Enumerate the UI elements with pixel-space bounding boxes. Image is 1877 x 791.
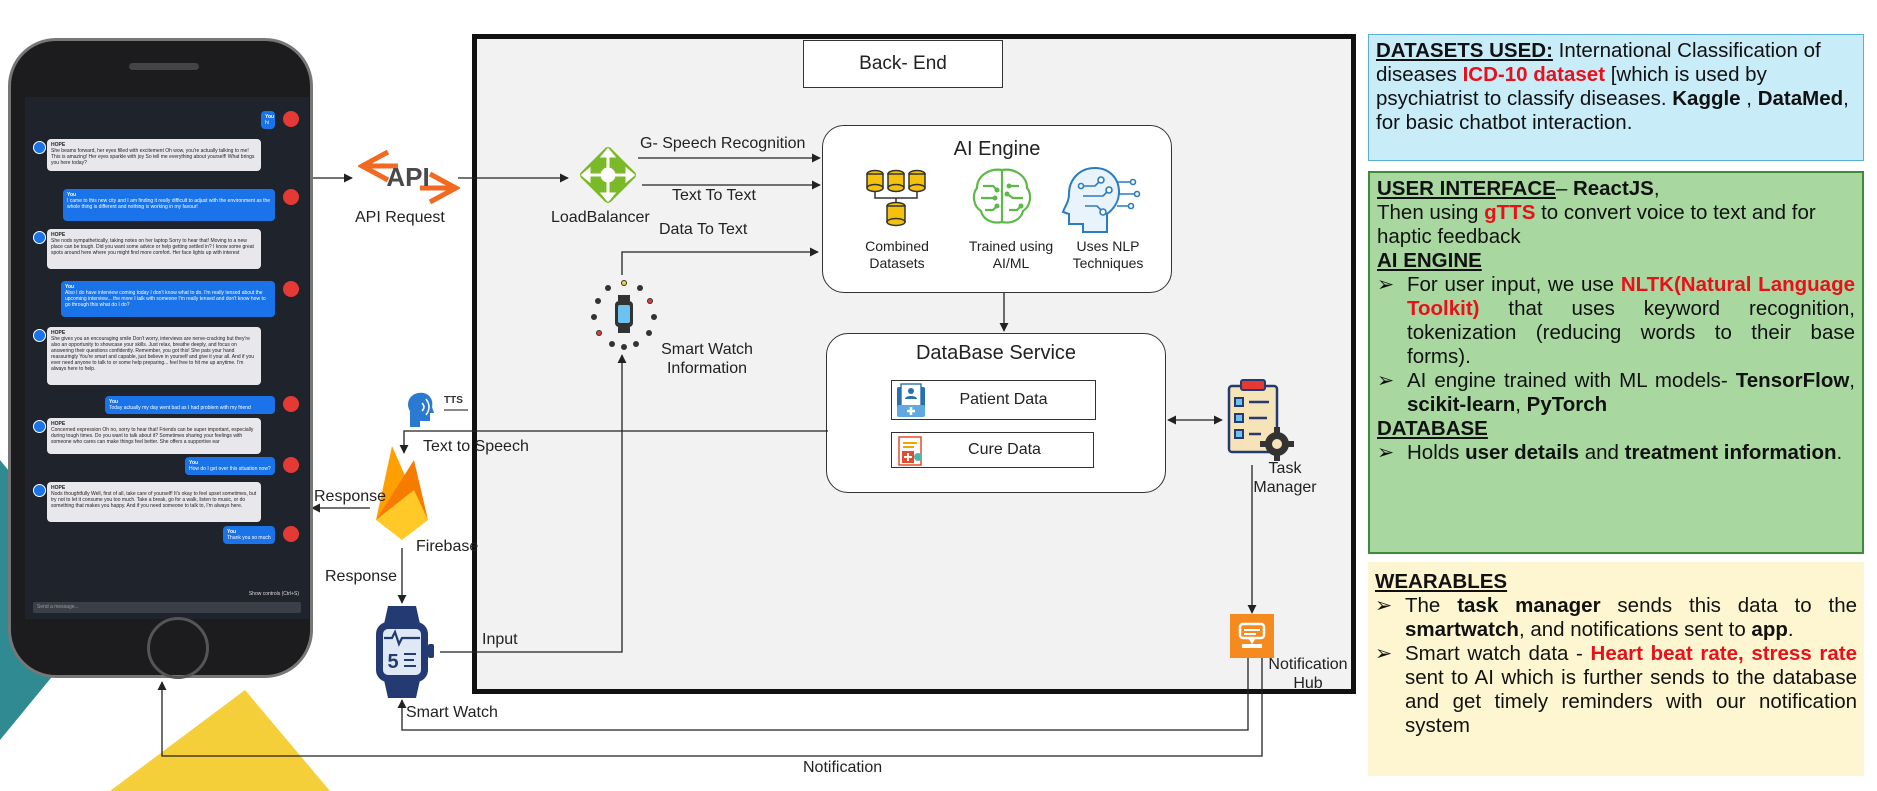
phone-speaker (129, 63, 199, 70)
ai-head-icon (1061, 166, 1141, 233)
yellow-triangle (110, 690, 330, 791)
backend-title-box: Back- End (803, 40, 1003, 88)
smart-watch-label: Smart Watch (406, 704, 498, 721)
db-bullet: Holds user details and treatment informa… (1377, 441, 1855, 465)
ai-item-nlp: Uses NLP Techniques (1072, 238, 1144, 271)
ai-engine-box: AI Engine Combined Datasets Trained usin… (822, 125, 1172, 293)
icd10-highlight: ICD-10 dataset (1462, 63, 1606, 86)
ai-bullet-models: AI engine trained with ML models- Tensor… (1377, 369, 1855, 417)
wearables-bullet-data: Smart watch data - Heart beat rate, stre… (1375, 642, 1857, 738)
ai-engine-heading: AI ENGINE (1377, 249, 1482, 272)
datasets-panel: DATASETS USED: International Classificat… (1368, 34, 1864, 161)
user-avatar (283, 457, 299, 473)
user-avatar (283, 396, 299, 412)
tts-icon-text: TTS (444, 395, 463, 406)
wearables-bullet-task: The task manager sends this data to the … (1375, 594, 1857, 642)
firebase-label: Firebase (416, 538, 479, 555)
label-g-speech: G- Speech Recognition (640, 135, 806, 152)
notification-label: Notification (803, 759, 883, 776)
backend-title: Back- End (859, 53, 947, 74)
user-avatar (283, 526, 299, 542)
bot-avatar (33, 420, 46, 433)
ai-bullet-nltk: For user input, we use NLTK(Natural Lang… (1377, 273, 1855, 369)
ai-engine-title: AI Engine (953, 138, 1041, 160)
notification-hub-icon (1230, 614, 1274, 658)
bot-avatar (33, 484, 46, 497)
cure-report-icon (898, 436, 922, 466)
smartwatch-icon: 5 (376, 606, 434, 698)
home-button[interactable] (147, 617, 209, 679)
task-manager-icon (1227, 379, 1294, 461)
bot-name: HOPE (51, 142, 66, 148)
firebase-icon (376, 446, 428, 540)
patient-data-box: Patient Data (891, 380, 1096, 420)
label-text-to-text: Text To Text (672, 187, 756, 204)
gtts-highlight: gTTS (1484, 201, 1536, 224)
notification-hub-label: Notification Hub (1268, 656, 1348, 692)
api-request-label: API Request (355, 209, 445, 226)
user-avatar (283, 111, 299, 127)
show-controls-link[interactable]: Show controls (Ctrl+S) (248, 591, 299, 597)
cure-data-label: Cure Data (968, 441, 1041, 458)
user-avatar (283, 189, 299, 205)
cure-data-box: Cure Data (891, 432, 1094, 468)
ai-item-combined-datasets: Combined Datasets (865, 238, 929, 271)
smart-watch-info-label: Smart Watch Information (661, 341, 753, 377)
watch-digit: 5 (387, 651, 398, 673)
datasets-heading: DATASETS USED: (1376, 39, 1553, 62)
ui-heading: USER INTERFACE (1377, 177, 1556, 200)
edge-hub-phone (157, 656, 1263, 757)
text-to-speech-label: Text to Speech (423, 438, 529, 455)
bot-avatar (33, 141, 46, 154)
label-data-to-text: Data To Text (659, 221, 748, 238)
edge-data-to-text (621, 247, 819, 275)
edge-db-tts (399, 430, 828, 454)
brain-circuit-icon (972, 168, 1032, 224)
smartwatch-apps-icon (591, 280, 657, 350)
tts-icon: TTS (408, 392, 468, 427)
database-service-title: DataBase Service (915, 342, 1077, 364)
database-heading: DATABASE (1377, 417, 1488, 440)
ui-ai-db-panel: USER INTERFACE– ReactJS, Then using gTTS… (1368, 171, 1864, 554)
patient-data-label: Patient Data (959, 391, 1048, 408)
response-label-2: Response (325, 568, 398, 585)
task-manager-label: Task Manager (1253, 460, 1317, 496)
database-stack-icon (866, 169, 926, 227)
api-icon: API (358, 149, 460, 205)
edge-watch-input (440, 354, 627, 653)
chat-input[interactable]: Send a message... (33, 602, 301, 613)
ai-item-trained: Trained using AI/ML (968, 238, 1054, 271)
bot-avatar (33, 329, 46, 342)
input-label: Input (482, 631, 518, 648)
patient-folder-icon (897, 383, 925, 417)
bot-avatar (33, 231, 46, 244)
edge-hub-watch (397, 656, 1249, 731)
api-text: API (386, 162, 429, 192)
wearables-panel: WEARABLES The task manager sends this da… (1368, 562, 1864, 776)
user-avatar (283, 281, 299, 297)
response-label-1: Response (314, 488, 387, 505)
user-name: You (265, 114, 275, 120)
load-balancer-label: LoadBalancer (551, 209, 650, 226)
load-balancer-icon (579, 146, 637, 204)
wearables-heading: WEARABLES (1375, 570, 1508, 593)
